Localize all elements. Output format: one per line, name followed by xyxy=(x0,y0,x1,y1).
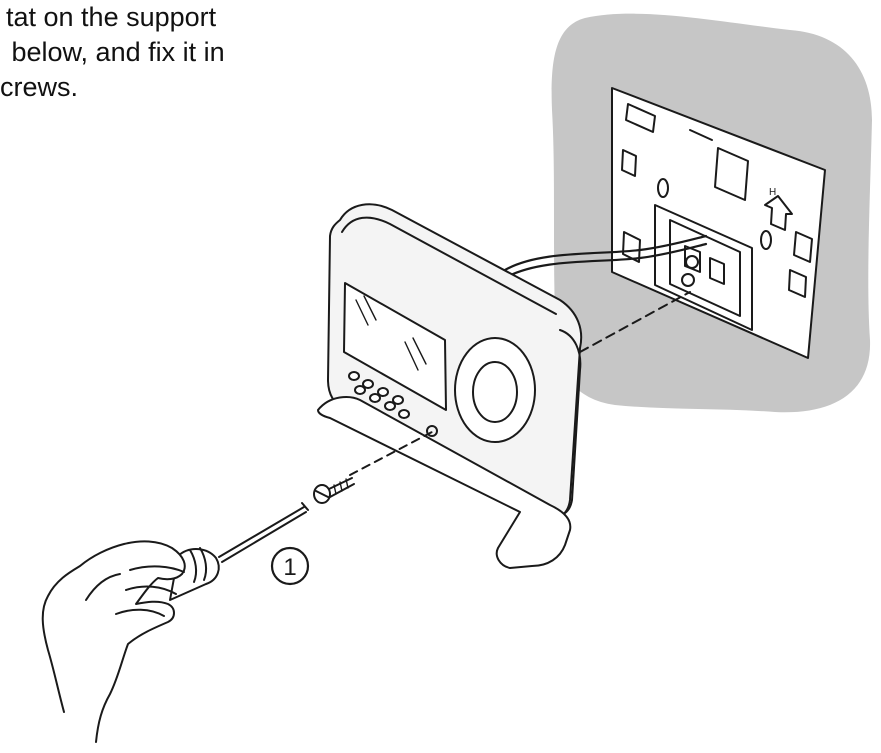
alignment-line-wall xyxy=(579,291,691,353)
step-marker-label: 1 xyxy=(283,554,296,581)
alignment-line-screw xyxy=(349,431,433,476)
support-stand xyxy=(317,396,572,569)
device-buttons xyxy=(348,371,410,419)
thermostat-device xyxy=(327,203,583,520)
cable xyxy=(503,234,708,272)
instruction-text: tat on the support below, and fix it in … xyxy=(0,0,300,105)
screw xyxy=(313,477,355,504)
instruction-line-1: tat on the support xyxy=(6,2,217,32)
step-marker-1: 1 xyxy=(270,546,310,586)
instruction-line-2: below, and fix it in xyxy=(4,37,225,67)
hand xyxy=(41,540,186,743)
wall-mounting-plate xyxy=(611,87,826,359)
wall-plate-mark: H xyxy=(769,187,776,198)
control-dial xyxy=(454,337,536,443)
instruction-line-3: crews. xyxy=(0,72,79,102)
display-window xyxy=(343,282,447,411)
